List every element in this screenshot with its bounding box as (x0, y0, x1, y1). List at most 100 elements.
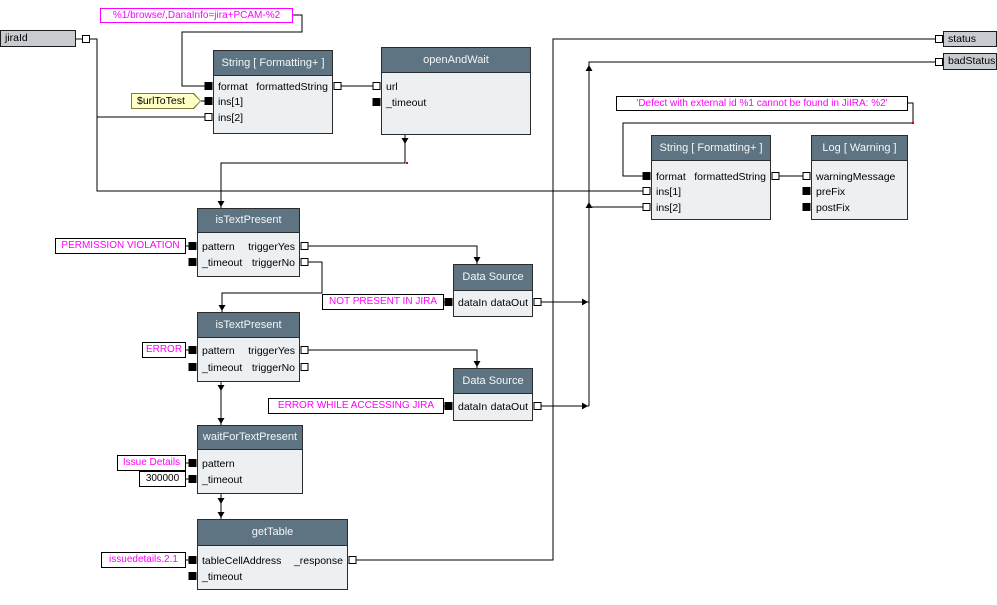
port-formattedstring[interactable] (771, 172, 780, 180)
pin-label-right: triggerYes (248, 241, 295, 253)
node-istextpresent-1[interactable]: isTextPresent pattern triggerYes _timeout tr… (197, 208, 300, 277)
wire-response-to-status[interactable] (352, 38, 939, 561)
node-row: _timeout (198, 472, 302, 488)
port-timeout[interactable] (188, 363, 197, 371)
node-title[interactable]: String [ Formatting+ ] (214, 51, 332, 76)
port-ins2[interactable] (204, 113, 213, 121)
port-datain[interactable] (444, 298, 453, 306)
pin-label-left: dataIn (458, 297, 488, 309)
node-title[interactable]: isTextPresent (198, 313, 299, 338)
flow-arrow (582, 298, 588, 306)
port-pattern[interactable] (188, 346, 197, 354)
port-triggeryes[interactable] (300, 242, 309, 250)
value-label[interactable]: 'Defect with external id %1 cannot be fo… (616, 96, 908, 111)
pin-label-right: dataOut (490, 401, 528, 413)
port-postfix[interactable] (802, 203, 811, 211)
port-format[interactable] (204, 82, 213, 90)
node-title[interactable]: Data Source (454, 265, 532, 291)
port-triggeryes[interactable] (300, 346, 309, 354)
port-ins1[interactable] (642, 187, 651, 195)
io-label-status[interactable]: status (943, 31, 997, 47)
port-ins2[interactable] (642, 203, 651, 211)
value-label[interactable]: NOT PRESENT IN JIRA (322, 294, 444, 310)
breakpoint-dot (406, 162, 408, 164)
pin-label-left: _timeout (202, 257, 243, 269)
flow-arrow (473, 257, 481, 263)
port-ins1[interactable] (204, 97, 213, 105)
pin-label-left: ins[2] (656, 202, 682, 214)
node-row: preFix (812, 184, 907, 200)
port-pattern[interactable] (188, 459, 197, 467)
port-timeout[interactable] (188, 475, 197, 483)
node-row: pattern triggerYes (198, 239, 299, 255)
variable-tag[interactable]: $urlToTest (131, 93, 201, 109)
wire-urlformat-to-format[interactable] (181, 14, 303, 87)
wire-triggeryes1-to-datasource1[interactable] (304, 245, 478, 264)
port-jiraid[interactable] (82, 35, 90, 43)
node-title[interactable]: String [ Formatting+ ] (652, 136, 770, 161)
pin-label-right: triggerYes (248, 345, 295, 357)
node-row: pattern (198, 456, 302, 472)
value-label[interactable]: 300000 (139, 471, 186, 487)
wire-triggeryes2-to-datasource2[interactable] (304, 349, 478, 368)
wire-defectmsg-to-format[interactable] (622, 102, 914, 177)
port-tablecelladdress[interactable] (188, 556, 197, 564)
port-timeout[interactable] (188, 572, 197, 580)
io-label-badstatus[interactable]: badStatus (943, 53, 997, 70)
node-title[interactable]: Log [ Warning ] (812, 136, 907, 161)
io-label-jiraid[interactable]: jiraId (0, 30, 76, 47)
node-title[interactable]: Data Source (454, 369, 532, 394)
node-row: ins[1] (652, 184, 770, 200)
port-warningmessage[interactable] (802, 172, 811, 180)
pin-label-left: pattern (202, 241, 235, 253)
port-triggerno[interactable] (300, 363, 309, 371)
value-label[interactable]: PERMISSION VIOLATION (55, 238, 186, 254)
flow-arrow (217, 512, 225, 518)
port-timeout[interactable] (188, 258, 197, 266)
pin-label-left: url (386, 81, 398, 93)
wire-triggerno1-to-istextpresent2[interactable] (221, 261, 323, 312)
value-label[interactable]: %1/browse/,DanaInfo=jira+PCAM-%2 (100, 8, 293, 23)
port-timeout[interactable] (372, 98, 381, 106)
wire-trunk-to-badstatus[interactable] (588, 61, 939, 406)
node-title[interactable]: waitForTextPresent (198, 426, 302, 450)
flow-arrow (585, 202, 593, 208)
wire-jiraid-out[interactable] (76, 38, 646, 192)
node-row: ins[2] (652, 200, 770, 216)
value-label[interactable]: issuedetails.2.1 (101, 552, 186, 568)
port-response[interactable] (348, 556, 357, 564)
node-title[interactable]: isTextPresent (198, 209, 299, 233)
node-waitfortextpresent[interactable]: waitForTextPresent pattern_timeout (197, 425, 303, 494)
port-prefix[interactable] (802, 187, 811, 195)
port-triggerno[interactable] (300, 258, 309, 266)
port-format[interactable] (642, 172, 651, 180)
port-url[interactable] (372, 82, 381, 90)
node-title[interactable]: openAndWait (382, 48, 530, 73)
port-status[interactable] (935, 35, 943, 43)
flow-arrow (473, 361, 481, 367)
port-badstatus[interactable] (935, 58, 943, 66)
port-formattedstring[interactable] (333, 82, 342, 90)
value-label[interactable]: Issue Details (117, 455, 186, 471)
pin-label-left: tableCellAddress (202, 555, 282, 567)
port-datain[interactable] (444, 402, 453, 410)
port-pattern[interactable] (188, 242, 197, 250)
port-dataout[interactable] (533, 402, 542, 410)
value-label[interactable]: ERROR WHILE ACCESSING JIRA (268, 398, 444, 414)
node-title[interactable]: getTable (198, 520, 347, 546)
value-label[interactable]: ERROR (142, 342, 186, 358)
wire-openandwait-to-istextpresent1[interactable] (220, 135, 406, 208)
port-dataout[interactable] (533, 298, 542, 306)
